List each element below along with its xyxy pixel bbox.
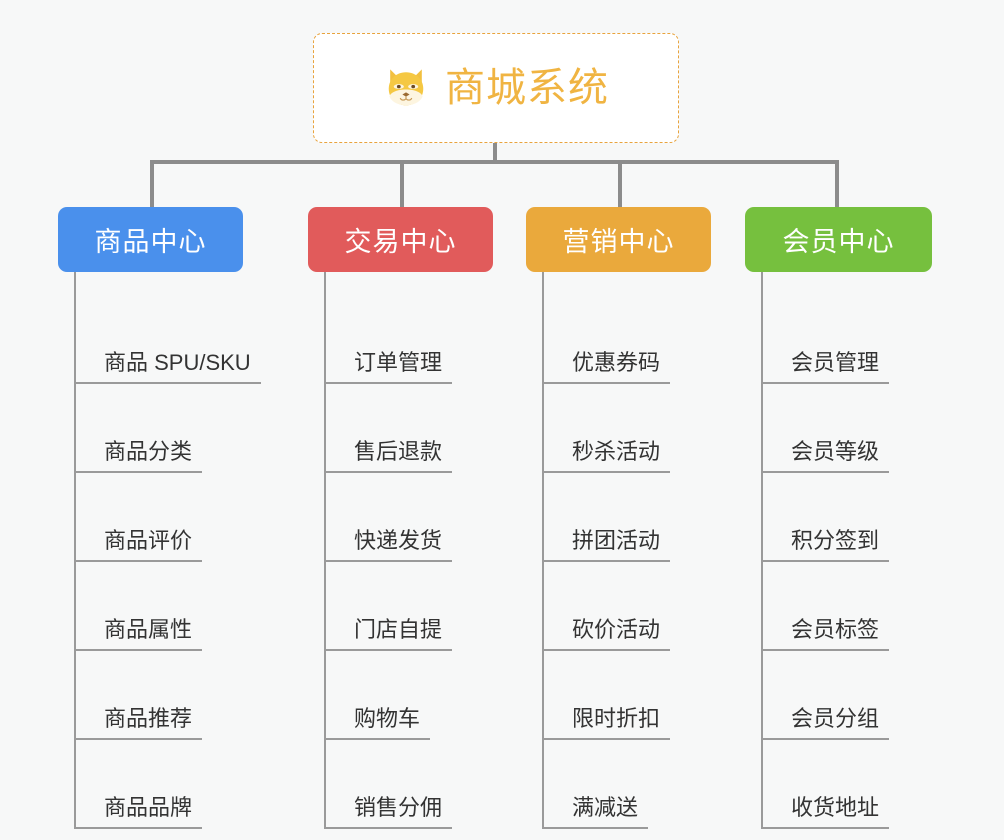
leaf-item[interactable]: 积分签到: [761, 472, 889, 562]
connector-drop-4: [835, 160, 839, 207]
leaf-item-underline: [74, 382, 261, 384]
leaf-item[interactable]: 会员管理: [761, 294, 889, 384]
leaf-item-underline: [74, 471, 202, 473]
leaf-item[interactable]: 优惠券码: [542, 294, 670, 384]
category-title-2: 交易中心: [344, 227, 457, 257]
leaf-item-label: 会员管理: [791, 349, 880, 375]
leaf-item[interactable]: 会员标签: [761, 561, 889, 651]
category-box-1[interactable]: 商品中心: [58, 207, 243, 272]
connector-drop-3: [618, 160, 622, 207]
leaf-item[interactable]: 购物车: [324, 650, 430, 740]
leaf-item-underline: [324, 560, 452, 562]
leaf-item[interactable]: 销售分佣: [324, 739, 452, 829]
leaf-item-underline: [542, 471, 670, 473]
leaf-item[interactable]: 会员等级: [761, 383, 889, 473]
leaf-item-label: 积分签到: [791, 527, 880, 553]
leaf-item-label: 商品品牌: [104, 794, 193, 820]
leaf-item-underline: [324, 827, 452, 829]
leaf-item-underline: [74, 827, 202, 829]
leaf-item-underline: [74, 649, 202, 651]
leaf-item[interactable]: 订单管理: [324, 294, 452, 384]
leaf-item-underline: [761, 649, 889, 651]
leaf-item-label: 秒杀活动: [572, 438, 661, 464]
leaf-item-underline: [542, 649, 670, 651]
leaf-item-label: 商品评价: [104, 527, 193, 553]
leaf-item-label: 销售分佣: [354, 794, 443, 820]
leaf-item-label: 商品 SPU/SKU: [104, 349, 251, 375]
leaf-item-underline: [761, 738, 889, 740]
leaf-item-underline: [542, 560, 670, 562]
leaf-item[interactable]: 商品评价: [74, 472, 202, 562]
leaf-item-underline: [324, 382, 452, 384]
leaf-item[interactable]: 快递发货: [324, 472, 452, 562]
leaf-item[interactable]: 砍价活动: [542, 561, 670, 651]
leaf-item-label: 购物车: [354, 705, 421, 731]
leaf-item[interactable]: 门店自提: [324, 561, 452, 651]
leaf-item-label: 会员等级: [791, 438, 880, 464]
leaf-item-label: 商品属性: [104, 616, 193, 642]
category-title-1: 商品中心: [94, 227, 207, 257]
leaf-item-underline: [542, 827, 648, 829]
leaf-item-label: 砍价活动: [572, 616, 661, 642]
leaf-item-label: 会员标签: [791, 616, 880, 642]
leaf-item-label: 限时折扣: [572, 705, 661, 731]
connector-drop-2: [400, 160, 404, 207]
leaf-item-underline: [324, 649, 452, 651]
leaf-item[interactable]: 限时折扣: [542, 650, 670, 740]
leaf-item-underline: [761, 471, 889, 473]
category-title-4: 会员中心: [782, 227, 895, 257]
leaf-item-label: 优惠券码: [572, 349, 661, 375]
leaf-item-label: 订单管理: [354, 349, 443, 375]
leaf-item-underline: [761, 827, 889, 829]
leaf-item-underline: [542, 382, 670, 384]
leaf-item-underline: [324, 471, 452, 473]
category-box-2[interactable]: 交易中心: [308, 207, 493, 272]
connector-drop-1: [150, 160, 154, 207]
leaf-item[interactable]: 收货地址: [761, 739, 889, 829]
leaf-item-label: 会员分组: [791, 705, 880, 731]
leaf-item[interactable]: 秒杀活动: [542, 383, 670, 473]
category-box-4[interactable]: 会员中心: [745, 207, 932, 272]
leaf-trunk-4: [761, 272, 763, 829]
leaf-item-underline: [74, 560, 202, 562]
leaf-item-label: 商品分类: [104, 438, 193, 464]
connector-horizontal-bus: [150, 160, 839, 164]
leaf-item[interactable]: 满减送: [542, 739, 648, 829]
leaf-item-underline: [761, 382, 889, 384]
category-box-3[interactable]: 营销中心: [526, 207, 711, 272]
root-node-商城系统[interactable]: 商城系统: [313, 33, 679, 143]
root-title: 商城系统: [445, 66, 609, 110]
connector-root-stem: [493, 143, 497, 163]
leaf-item[interactable]: 拼团活动: [542, 472, 670, 562]
leaf-item-underline: [542, 738, 670, 740]
leaf-item[interactable]: 售后退款: [324, 383, 452, 473]
leaf-item-label: 收货地址: [791, 794, 880, 820]
leaf-item[interactable]: 商品品牌: [74, 739, 202, 829]
leaf-item-underline: [324, 738, 430, 740]
leaf-item-label: 满减送: [572, 794, 639, 820]
leaf-item[interactable]: 商品属性: [74, 561, 202, 651]
shiba-dog-face-icon: [388, 69, 424, 106]
leaf-item[interactable]: 会员分组: [761, 650, 889, 740]
leaf-trunk-1: [74, 272, 76, 829]
leaf-item[interactable]: 商品推荐: [74, 650, 202, 740]
leaf-item-label: 商品推荐: [104, 705, 193, 731]
leaf-item-label: 售后退款: [354, 438, 443, 464]
leaf-trunk-2: [324, 272, 326, 829]
leaf-item[interactable]: 商品 SPU/SKU: [74, 294, 261, 384]
leaf-item-label: 门店自提: [354, 616, 443, 642]
leaf-item-label: 拼团活动: [572, 527, 661, 553]
leaf-item-underline: [74, 738, 202, 740]
leaf-item-label: 快递发货: [354, 527, 443, 553]
category-title-3: 营销中心: [562, 227, 675, 257]
leaf-trunk-3: [542, 272, 544, 829]
leaf-item-underline: [761, 560, 889, 562]
leaf-item[interactable]: 商品分类: [74, 383, 202, 473]
